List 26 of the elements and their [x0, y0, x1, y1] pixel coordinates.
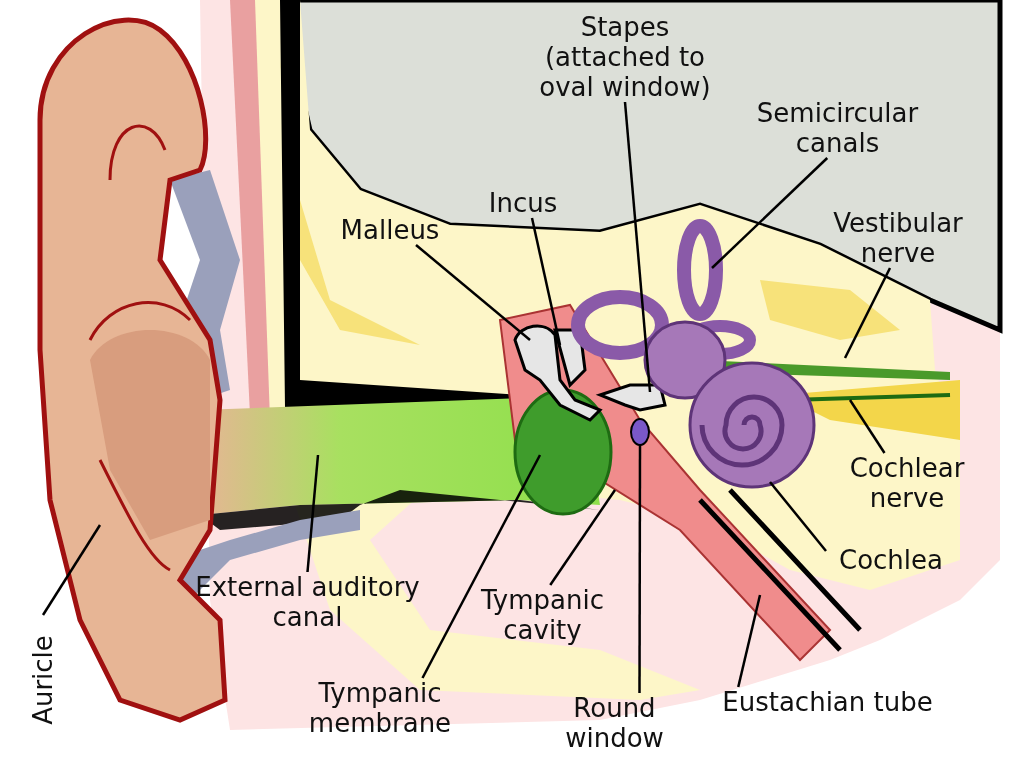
part-label: Semicircular canals	[735, 98, 940, 158]
part-label: Eustachian tube	[700, 687, 955, 717]
leader-line	[306, 454, 320, 573]
part-label: Round window	[552, 693, 677, 753]
leader-line	[41, 524, 102, 616]
part-label: Cochlear nerve	[832, 453, 982, 513]
leader-line	[711, 157, 829, 269]
part-label: Stapes (attached to oval window)	[525, 12, 725, 102]
part-label: Tympanic membrane	[295, 678, 465, 738]
leader-line	[421, 454, 542, 679]
part-label: Auricle	[28, 615, 58, 745]
part-label: External auditory canal	[195, 572, 420, 632]
part-label: Incus	[478, 188, 568, 218]
leader-line	[623, 101, 652, 393]
part-label: Cochlea	[826, 545, 956, 575]
part-label: Vestibular nerve	[818, 208, 978, 268]
leader-line	[848, 399, 886, 454]
part-label: Malleus	[325, 215, 455, 245]
leader-line	[769, 481, 827, 552]
leader-line	[549, 489, 617, 586]
leader-line	[530, 217, 562, 346]
leader-line	[415, 244, 531, 341]
leader-line	[843, 267, 892, 359]
leader-line	[638, 445, 642, 693]
leader-line	[737, 594, 762, 688]
part-label: Tympanic cavity	[465, 585, 620, 645]
